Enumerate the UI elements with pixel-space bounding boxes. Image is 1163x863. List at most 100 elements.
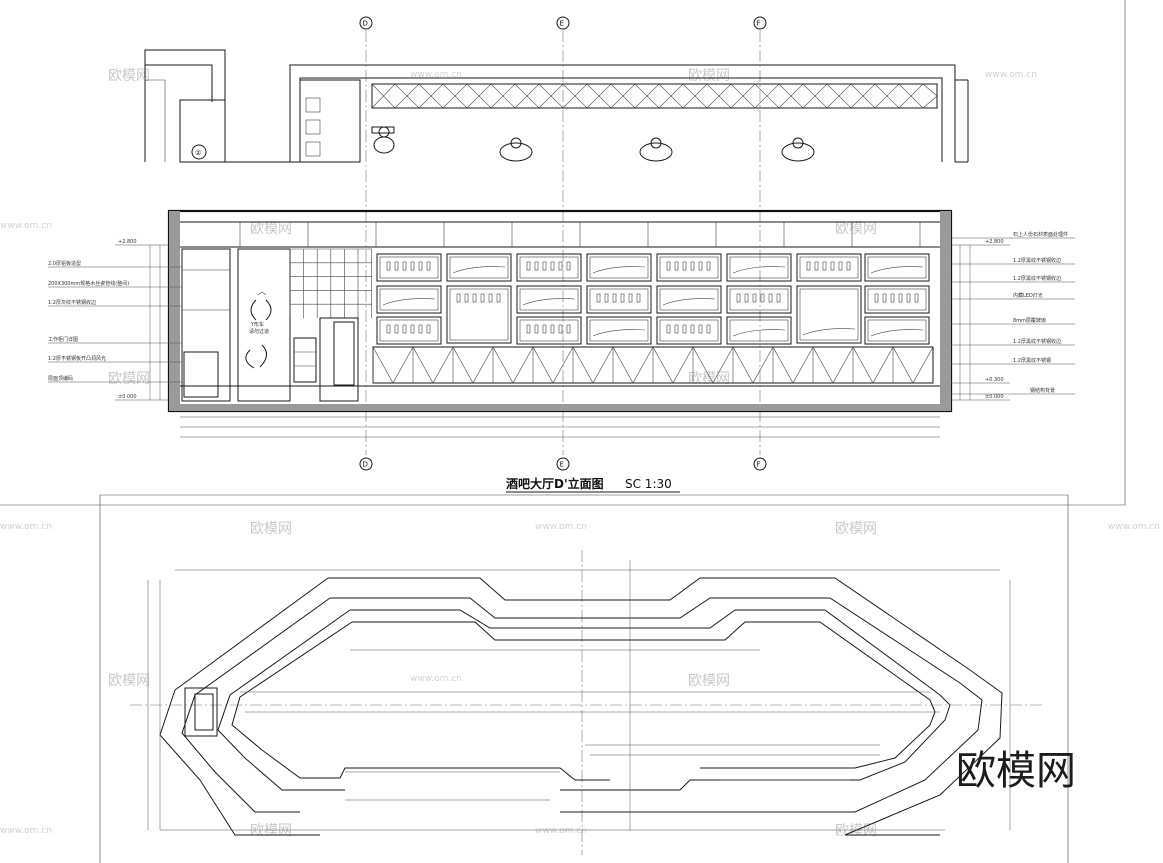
bottle-glyph: [394, 324, 399, 334]
cabinet-door: [692, 346, 734, 384]
bottle-glyph: [736, 293, 741, 303]
watermark-layer: 欧模网 www.om.cn 欧模网 www.om.cn 欧模网 www.om.c…: [0, 68, 1160, 839]
cabinet-door: [652, 346, 694, 384]
right-annotations: 石上人份石材表面处理件 1.2厚黑纹不锈钢收边 1.2厚黑纹不锈钢收边 内藏LE…: [951, 231, 1075, 400]
glass-glyph: [592, 329, 646, 337]
display-niche: [516, 285, 582, 314]
dimension-chains-plan: [147, 560, 1011, 831]
svg-text:D: D: [363, 461, 368, 469]
glass-glyph: [522, 298, 576, 306]
bottle-glyph: [410, 261, 415, 271]
bottle-glyph: [822, 261, 827, 271]
bottle-glyph: [690, 261, 695, 271]
watermark-url: www.om.cn: [985, 70, 1037, 80]
glass-glyph: [662, 298, 716, 306]
svg-text:F: F: [757, 20, 761, 28]
bottle-glyph: [906, 293, 911, 303]
bottle-glyph: [706, 324, 711, 334]
bottle-glyph: [612, 293, 617, 303]
cabinet-door: [612, 346, 654, 384]
display-niche: [446, 285, 512, 344]
watermark-brand: 欧模网: [688, 673, 730, 689]
bottle-glyph: [898, 293, 903, 303]
display-niches: [376, 253, 930, 345]
right-note: 8mm层覆玻璃: [1013, 317, 1046, 324]
bottle-glyph: [768, 293, 773, 303]
glass-glyph: [732, 329, 786, 337]
bottle-glyph: [402, 324, 407, 334]
lower-cabinets: [372, 346, 934, 384]
bottle-glyph: [402, 261, 407, 271]
glass-glyph: [382, 298, 436, 306]
arrow-label-top: Y形车: [250, 321, 264, 328]
right-note: 钢结构背景: [1030, 387, 1055, 394]
cabinet-door: [452, 346, 494, 384]
bottle-glyph: [814, 261, 819, 271]
glass-glyph: [732, 266, 786, 274]
cabinet-door: [892, 346, 934, 384]
level-right-mid: +0.300: [985, 377, 1004, 383]
grid-bubble-f-bottom: F: [753, 457, 767, 471]
person-figure: [639, 137, 673, 162]
bottle-glyph: [550, 261, 555, 271]
watermark-url: www.om.cn: [0, 522, 52, 532]
ceiling-hangers: [239, 222, 921, 247]
glass-glyph: [870, 329, 924, 337]
cabinet-door: [492, 346, 534, 384]
bottle-glyph: [744, 293, 749, 303]
watermark-brand: 欧模网: [108, 371, 150, 387]
bottle-glyph: [418, 324, 423, 334]
display-niche: [864, 285, 930, 314]
cabinet-door: [852, 346, 894, 384]
right-note: 石上人份石材表面处理件: [1013, 231, 1068, 238]
display-niche: [796, 285, 862, 344]
bottle-glyph: [426, 324, 431, 334]
watermark-brand: 欧模网: [250, 823, 292, 839]
bottle-glyph: [472, 293, 477, 303]
right-note: 1.2厚黑纹不锈钢收边: [1013, 275, 1061, 282]
cabinet-door: [772, 346, 814, 384]
bottle-glyph: [386, 324, 391, 334]
bottle-glyph: [674, 261, 679, 271]
bottle-glyph: [690, 324, 695, 334]
bottle-glyph: [480, 293, 485, 303]
top-plan-strip: ②: [144, 49, 969, 163]
bottle-glyph: [674, 324, 679, 334]
grid-bubble-d-bottom: D: [359, 457, 373, 471]
display-niche: [586, 316, 652, 345]
bottle-glyph: [604, 293, 609, 303]
left-note: 1.2厚灰纹不锈钢收边: [48, 299, 96, 306]
bottle-glyph: [882, 293, 887, 303]
bottle-glyph: [526, 261, 531, 271]
cabinet-door: [732, 346, 774, 384]
elevation-title-text: 酒吧大厅D'立面图: [506, 476, 604, 491]
bottle-glyph: [394, 261, 399, 271]
left-note: 1.2厚不锈钢板开凸洞风光: [48, 355, 106, 362]
bottle-glyph: [666, 324, 671, 334]
level-right-top: +2.800: [985, 239, 1004, 245]
watermark-url: www.om.cn: [410, 70, 462, 80]
watermark-url: www.om.cn: [0, 221, 52, 231]
left-note: 200X300mm规格木丝瓷管线(整间): [48, 280, 129, 287]
bottle-glyph: [596, 293, 601, 303]
watermark-brand: 欧模网: [250, 521, 292, 537]
bottle-glyph: [846, 261, 851, 271]
display-niche: [726, 316, 792, 345]
cabinet-door: [812, 346, 854, 384]
bottle-glyph: [806, 261, 811, 271]
bottle-glyph: [550, 324, 555, 334]
grid-bubble-f-top: F: [753, 16, 767, 30]
watermark-url: www.om.cn: [0, 826, 52, 836]
display-niche: [864, 253, 930, 282]
dimension-chains-elevation: [180, 416, 940, 438]
watermark-brand: 欧模网: [835, 521, 877, 537]
bottle-glyph: [534, 324, 539, 334]
bottle-glyph: [526, 324, 531, 334]
watermark-brand: 欧模网: [688, 68, 730, 84]
back-counter-left: Y形车 请勿过道: [181, 248, 291, 402]
watermark-brand: 欧模网: [250, 221, 292, 237]
left-note: 工作柜门详图: [48, 336, 78, 343]
watermark-brand: 欧模网: [108, 673, 150, 689]
watermark-brand: 欧模网: [835, 221, 877, 237]
display-niche: [586, 285, 652, 314]
